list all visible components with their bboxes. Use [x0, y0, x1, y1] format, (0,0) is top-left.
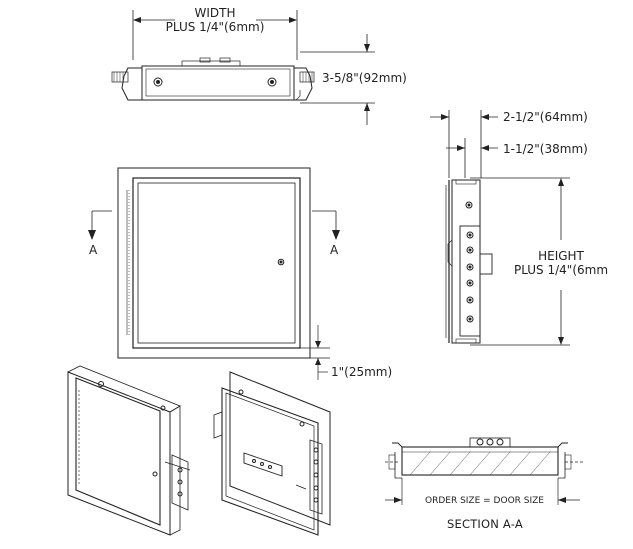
order-size-label: ORDER SIZE = DOOR SIZE: [425, 496, 544, 506]
height-label-line2: PLUS 1/4"(6mm: [513, 263, 609, 277]
top-view: [111, 10, 375, 125]
side-dim-inner-label: 1-1/2"(38mm): [503, 142, 588, 156]
section-title: SECTION A-A: [447, 517, 523, 531]
height-label: HEIGHT PLUS 1/4"(6mm: [506, 249, 616, 277]
side-view: [430, 110, 570, 346]
front-view: [88, 167, 340, 380]
width-label-line2: PLUS 1/4"(6mm): [165, 20, 265, 34]
depth-label: 3-5/8"(92mm): [322, 71, 407, 85]
section-mark-left: A: [89, 243, 98, 257]
height-label-line1: HEIGHT: [538, 249, 584, 263]
section-a-a: [385, 437, 585, 505]
isometric-view-closed: [67, 365, 191, 536]
width-label-line1: WIDTH: [194, 6, 236, 20]
flange-dim-label: 1"(25mm): [331, 365, 393, 379]
section-mark-right: A: [330, 243, 339, 257]
isometric-view-rear: [213, 371, 331, 536]
side-dim-outer-label: 2-1/2"(64mm): [503, 110, 588, 124]
width-label: WIDTH PLUS 1/4"(6mm): [160, 6, 270, 34]
